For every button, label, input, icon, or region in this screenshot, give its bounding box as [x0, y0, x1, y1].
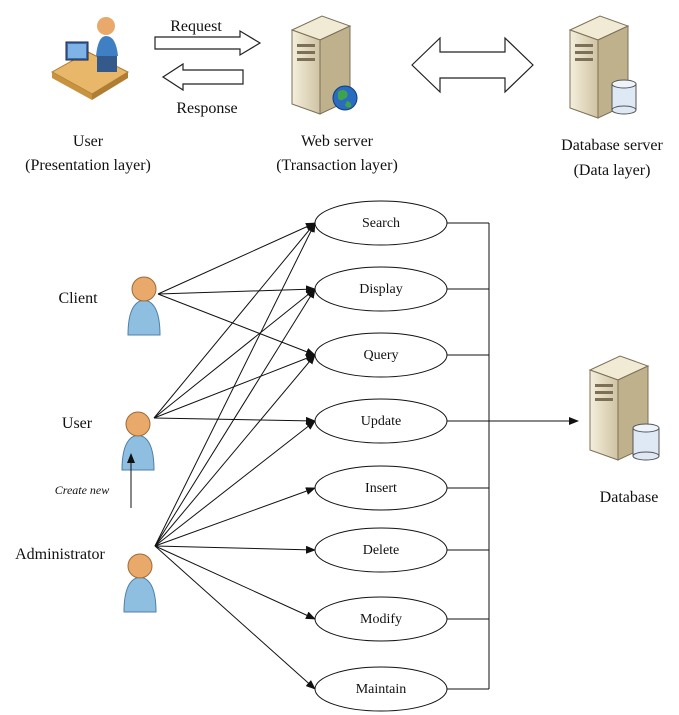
- client-actor-icon: [127, 276, 161, 336]
- response-label: Response: [176, 100, 237, 117]
- use-case-label: Delete: [363, 543, 400, 558]
- user-label: User: [62, 415, 93, 432]
- use-case-update: Update: [314, 398, 448, 444]
- web-server-subtitle: (Transaction layer): [276, 157, 398, 174]
- use-case-label: Query: [364, 348, 399, 363]
- association-client-2: [157, 293, 316, 356]
- association-admin-1: [154, 288, 316, 547]
- association-client-1: [157, 285, 316, 295]
- web-server-title: Web server: [301, 133, 374, 150]
- association-lines: [153, 222, 316, 690]
- association-admin-5: [154, 545, 316, 554]
- request-label: Request: [170, 18, 222, 35]
- association-client-0: [157, 222, 316, 295]
- administrator-label: Administrator: [15, 546, 105, 563]
- association-admin-4: [154, 487, 316, 547]
- association-admin-3: [154, 420, 316, 547]
- database-server-title: Database server: [561, 137, 663, 154]
- user-workstation-icon: [50, 17, 130, 100]
- use-case-connector: [445, 222, 579, 690]
- database-label: Database: [600, 489, 659, 506]
- use-case-search: Search: [314, 200, 448, 246]
- database-icon: [588, 355, 660, 461]
- association-user-0: [153, 222, 316, 419]
- request-arrow: [154, 29, 262, 57]
- response-arrow: [161, 62, 244, 92]
- use-case-label: Display: [359, 282, 403, 297]
- web-server-icon: [290, 15, 358, 115]
- use-case-label: Search: [362, 216, 400, 231]
- user-actor-icon: [121, 411, 155, 471]
- association-user-3: [153, 416, 316, 425]
- use-case-maintain: Maintain: [314, 666, 448, 712]
- create-new-label: Create new: [55, 483, 110, 497]
- database-server-subtitle: (Data layer): [574, 162, 651, 179]
- use-case-label: Update: [361, 414, 401, 429]
- database-server-icon: [568, 15, 637, 119]
- use-case-delete: Delete: [314, 527, 448, 573]
- client-label: Client: [58, 290, 98, 307]
- use-case-label: Maintain: [356, 682, 407, 697]
- use-case-label: Modify: [360, 612, 402, 627]
- association-admin-2: [154, 354, 316, 547]
- association-user-1: [153, 288, 316, 419]
- use-case-label: Insert: [365, 481, 397, 496]
- double-arrow: [411, 36, 534, 94]
- use-case-display: Display: [314, 266, 448, 312]
- user-title: User: [73, 133, 104, 150]
- use-case-insert: Insert: [314, 465, 448, 511]
- association-admin-0: [154, 222, 316, 547]
- use-case-query: Query: [314, 332, 448, 378]
- association-admin-6: [154, 545, 316, 620]
- use-case-modify: Modify: [314, 596, 448, 642]
- user-subtitle: (Presentation layer): [25, 157, 151, 174]
- administrator-actor-icon: [123, 553, 157, 613]
- association-admin-7: [154, 545, 316, 690]
